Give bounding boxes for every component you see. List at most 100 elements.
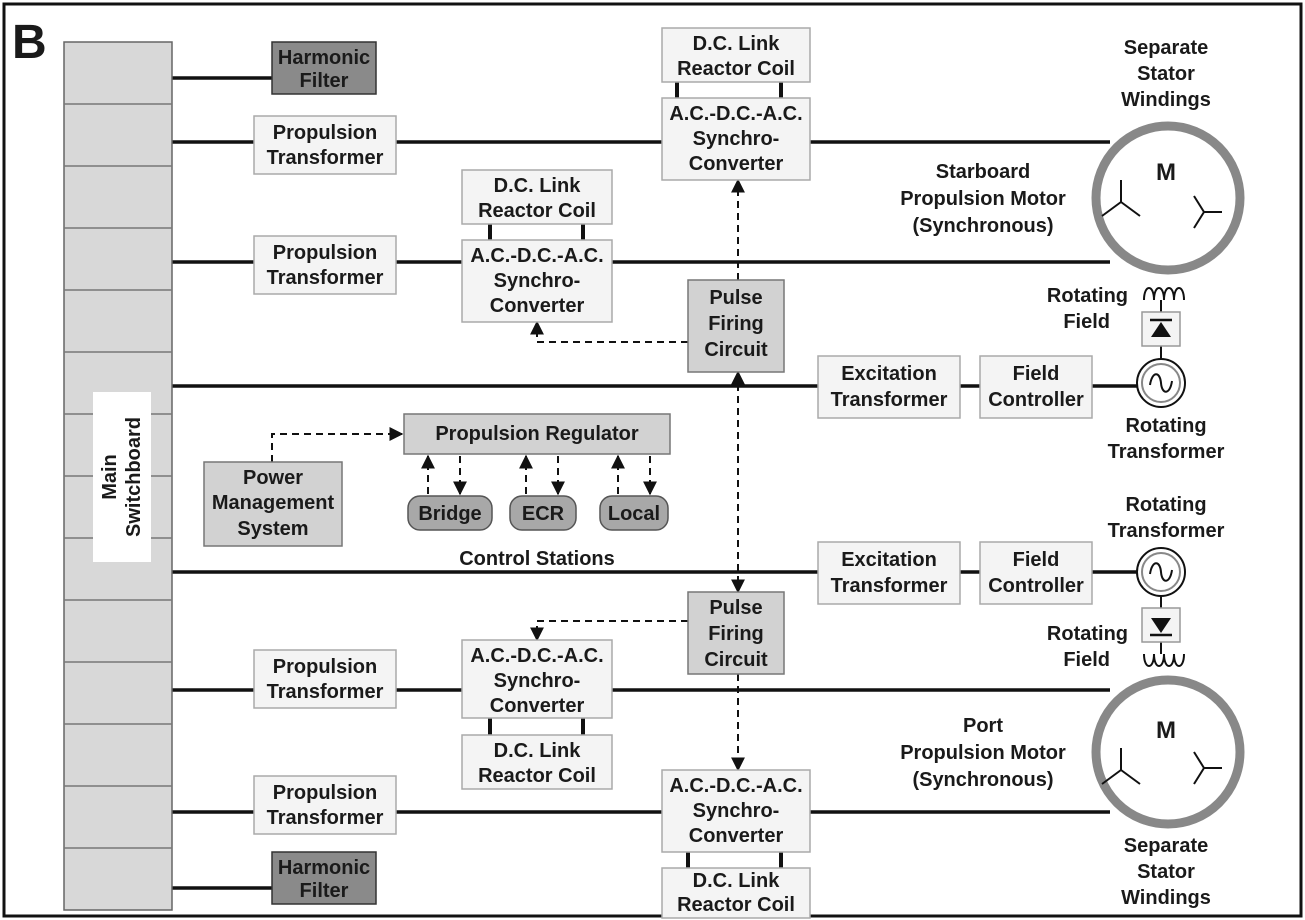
synchro-converter-3: A.C.-D.C.-A.C. Synchro- Converter: [461, 639, 613, 719]
dc-link-label-2: Reactor Coil: [677, 58, 795, 80]
synchro-converter-4: A.C.-D.C.-A.C. Synchro- Converter: [661, 769, 811, 853]
converter-label-3: Converter: [689, 825, 784, 847]
port-propulsion-motor-icon: M: [1091, 675, 1245, 829]
propulsion-transformer-2: Propulsion Transformer: [253, 235, 397, 295]
field-controller-starboard: Field Controller: [979, 355, 1093, 419]
control-stations-caption: Control Stations: [459, 548, 615, 570]
field-controller-port: Field Controller: [979, 541, 1093, 605]
propulsion-transformer-4: Propulsion Transformer: [253, 775, 397, 835]
pulse-label-3: Circuit: [704, 649, 768, 671]
pulse-label-3: Circuit: [704, 339, 768, 361]
harmonic-filter-bottom-label-1: Harmonic: [278, 857, 370, 879]
converter-label-3: Converter: [689, 153, 784, 175]
dc-link-label-2: Reactor Coil: [478, 765, 596, 787]
dc-link-stubs: [488, 82, 783, 868]
converter-label-1: A.C.-D.C.-A.C.: [470, 645, 603, 667]
svg-text:Rotating: Rotating: [1125, 415, 1206, 437]
converter-label-3: Converter: [490, 295, 585, 317]
svg-text:Port: Port: [963, 715, 1003, 737]
control-station-bridge: Bridge: [407, 495, 493, 531]
propulsion-transformer-label-1: Propulsion: [273, 242, 377, 264]
pulse-label-2: Firing: [708, 313, 764, 335]
rotating-transformer-port-icon: [1136, 547, 1186, 597]
harmonic-filter-top-label-1: Harmonic: [278, 47, 370, 69]
dc-link-label-2: Reactor Coil: [677, 894, 795, 916]
propulsion-regulator-label: Propulsion Regulator: [435, 423, 639, 445]
converter-label-2: Synchro-: [693, 800, 780, 822]
ecr-label: ECR: [522, 503, 565, 525]
excitation-label-1: Excitation: [841, 363, 937, 385]
bridge-label: Bridge: [418, 503, 481, 525]
propulsion-transformer-label-2: Transformer: [267, 267, 384, 289]
dc-link-label-1: D.C. Link: [494, 740, 582, 762]
port-motor-symbol: M: [1156, 717, 1176, 744]
signal-pulse-to-mid-converter: [530, 320, 688, 343]
svg-text:Separate: Separate: [1124, 37, 1209, 59]
starboard-propulsion-motor-icon: M: [1091, 121, 1245, 275]
harmonic-filter-bottom: Harmonic Filter: [271, 851, 377, 905]
excitation-label-1: Excitation: [841, 549, 937, 571]
excitation-transformer-port: Excitation Transformer: [817, 541, 961, 605]
svg-text:Stator: Stator: [1137, 63, 1195, 85]
control-signal-lines: [271, 178, 745, 772]
dc-link-reactor-coil-3: D.C. Link Reactor Coil: [461, 734, 613, 790]
svg-text:Rotating: Rotating: [1047, 285, 1128, 307]
svg-text:(Synchronous): (Synchronous): [912, 215, 1053, 237]
svg-text:Transformer: Transformer: [1108, 520, 1225, 542]
svg-text:(Synchronous): (Synchronous): [912, 769, 1053, 791]
converter-label-1: A.C.-D.C.-A.C.: [669, 103, 802, 125]
rotating-field-coil-starboard-icon: [1143, 287, 1185, 301]
svg-text:Separate: Separate: [1124, 835, 1209, 857]
propulsion-transformer-label-1: Propulsion: [273, 122, 377, 144]
dc-link-reactor-coil-4: D.C. Link Reactor Coil: [661, 867, 811, 919]
starboard-motor-symbol: M: [1156, 159, 1176, 186]
propulsion-transformer-label-2: Transformer: [267, 147, 384, 169]
converter-label-3: Converter: [490, 695, 585, 717]
svg-text:Transformer: Transformer: [1108, 441, 1225, 463]
separate-stator-windings-bottom-label: Separate Stator Windings: [1121, 835, 1211, 909]
harmonic-filter-top: Harmonic Filter: [271, 41, 377, 95]
svg-text:Field: Field: [1063, 311, 1110, 333]
converter-label-1: A.C.-D.C.-A.C.: [669, 775, 802, 797]
rotating-field-starboard-label: Rotating Field: [1047, 285, 1128, 333]
converter-label-2: Synchro-: [494, 270, 581, 292]
signal-pulse-to-lower-converter: [530, 620, 688, 642]
rectifier-diode-port-icon: [1141, 596, 1181, 654]
pms-label-2: Management: [212, 492, 335, 514]
synchro-converter-1: A.C.-D.C.-A.C. Synchro- Converter: [661, 97, 811, 181]
converter-label-2: Synchro-: [693, 128, 780, 150]
svg-text:Rotating: Rotating: [1125, 494, 1206, 516]
power-management-system: Power Management System: [203, 461, 343, 547]
svg-text:Propulsion Motor: Propulsion Motor: [900, 188, 1066, 210]
main-switchboard-label-2: Switchboard: [123, 417, 145, 537]
pms-label-1: Power: [243, 467, 303, 489]
pulse-label-1: Pulse: [709, 287, 762, 309]
propulsion-regulator: Propulsion Regulator: [403, 413, 671, 455]
field-controller-label-2: Controller: [988, 575, 1084, 597]
excitation-label-2: Transformer: [831, 575, 948, 597]
svg-text:Rotating: Rotating: [1047, 623, 1128, 645]
svg-text:Windings: Windings: [1121, 887, 1211, 909]
signal-pms-to-regulator: [271, 427, 404, 462]
dc-link-reactor-coil-1: D.C. Link Reactor Coil: [661, 27, 811, 83]
pulse-firing-circuit-starboard: Pulse Firing Circuit: [687, 279, 785, 373]
harmonic-filter-bottom-label-2: Filter: [300, 880, 349, 902]
separate-stator-windings-top-label: Separate Stator Windings: [1121, 37, 1211, 111]
svg-text:Field: Field: [1063, 649, 1110, 671]
propulsion-transformer-label-2: Transformer: [267, 807, 384, 829]
propulsion-transformer-label-2: Transformer: [267, 681, 384, 703]
local-label: Local: [608, 503, 660, 525]
rotating-transformer-port-label: Rotating Transformer: [1108, 494, 1225, 542]
svg-text:Starboard: Starboard: [936, 161, 1030, 183]
starboard-motor-label: Starboard Propulsion Motor (Synchronous): [900, 161, 1066, 237]
harmonic-filter-top-label-2: Filter: [300, 70, 349, 92]
main-switchboard-label-1: Main: [99, 454, 121, 500]
propulsion-transformer-label-1: Propulsion: [273, 656, 377, 678]
field-controller-label-2: Controller: [988, 389, 1084, 411]
field-controller-label-1: Field: [1013, 549, 1060, 571]
dc-link-label-1: D.C. Link: [494, 175, 582, 197]
svg-text:Propulsion Motor: Propulsion Motor: [900, 742, 1066, 764]
main-switchboard: Main Switchboard: [63, 41, 173, 911]
port-motor-label: Port Propulsion Motor (Synchronous): [900, 715, 1066, 791]
